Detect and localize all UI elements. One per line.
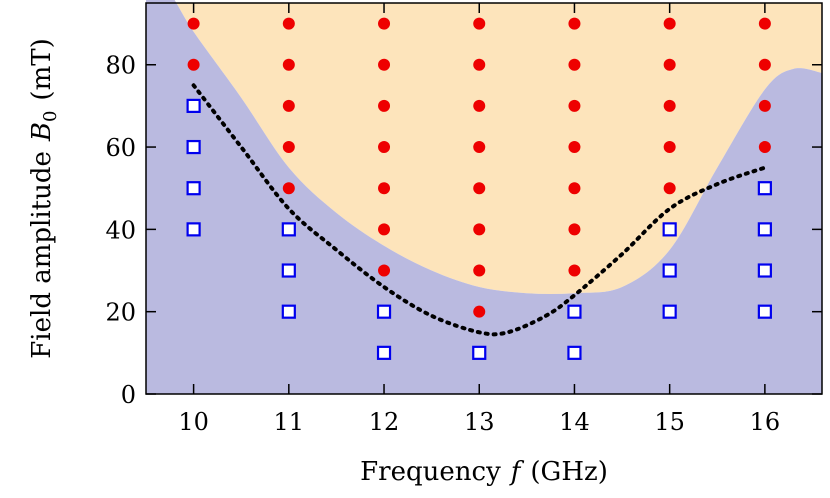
filled-circle-point (378, 17, 391, 30)
filled-circle-point (568, 223, 581, 236)
x-axis-label-var: f (509, 457, 525, 487)
filled-circle-point (758, 99, 771, 112)
x-axis-label-word: Frequency (360, 457, 501, 487)
filled-circle-point (663, 17, 676, 30)
filled-circle-point (568, 182, 581, 195)
x-tick-label: 10 (178, 408, 209, 436)
y-axis: 0 20 40 60 80 (105, 52, 822, 409)
markers (186, 17, 772, 360)
filled-circle-point (473, 264, 486, 277)
x-tick-label: 11 (274, 408, 305, 436)
x-axis-label: Frequency f(GHz) (360, 457, 608, 487)
plot-area (146, 0, 822, 394)
y-tick-label: 80 (105, 52, 136, 80)
filled-circle-point (473, 58, 486, 71)
open-square-point (376, 345, 392, 360)
filled-circle-point (378, 264, 391, 277)
filled-circle-point (378, 99, 391, 112)
open-square-point (472, 345, 487, 360)
filled-circle-point (473, 182, 486, 195)
filled-circle-point (473, 17, 486, 30)
filled-circle-point (378, 58, 391, 71)
x-axis-label-unit: (GHz) (530, 457, 607, 487)
filled-circle-point (758, 17, 771, 30)
filled-circle-point (568, 264, 581, 277)
open-square-point (186, 181, 201, 196)
open-square-point (662, 222, 677, 237)
filled-circle-point (568, 99, 581, 112)
filled-circle-point (282, 58, 295, 71)
filled-circle-point (568, 141, 581, 154)
open-square-point (757, 181, 772, 196)
open-square-point (186, 222, 201, 237)
filled-circle-point (663, 182, 676, 195)
filled-circle-point (758, 141, 771, 154)
open-square-point (376, 304, 392, 319)
filled-circle-point (282, 182, 295, 195)
open-square-point (186, 139, 201, 155)
filled-circle-point (663, 58, 676, 71)
y-tick-label: 60 (105, 134, 136, 162)
filled-circle-point (473, 305, 486, 318)
filled-circle-point (663, 99, 676, 112)
filled-circle-point (473, 223, 486, 236)
filled-circle-point (378, 223, 391, 236)
lower-region (146, 0, 822, 394)
filled-circle-point (568, 58, 581, 71)
filled-circle-point (758, 58, 771, 71)
filled-circle-point (568, 17, 581, 30)
open-square-point (757, 304, 772, 319)
open-square-point (757, 222, 772, 237)
x-tick-label: 16 (750, 408, 781, 436)
y-axis-label: Field amplitude B0 (mT) (27, 38, 61, 358)
filled-circle-point (282, 141, 295, 154)
x-tick-label: 14 (559, 408, 590, 436)
filled-circle-point (378, 141, 391, 154)
filled-circle-point (378, 182, 391, 195)
y-axis-label-unit: (mT) (27, 38, 57, 100)
open-square-point (281, 222, 296, 237)
threshold-curve (191, 83, 767, 337)
filled-circle-point (282, 99, 295, 112)
filled-circle-point (663, 141, 676, 154)
filled-circle-point (282, 17, 295, 30)
filled-circle-point (473, 141, 486, 154)
filled-circle-point (187, 58, 200, 71)
filled-circle-point (473, 99, 486, 112)
x-tick-label: 12 (369, 408, 400, 436)
y-tick-label: 40 (105, 216, 136, 244)
x-tick-label: 13 (464, 408, 495, 436)
y-axis-label-var: B (27, 122, 57, 142)
open-square-point (567, 345, 582, 360)
y-axis-label-word: Field amplitude (27, 151, 57, 359)
open-square-point (281, 304, 296, 319)
y-tick-label: 0 (121, 381, 136, 409)
x-tick-label: 15 (654, 408, 685, 436)
y-tick-label: 20 (105, 299, 136, 327)
open-square-point (662, 304, 677, 319)
x-axis: 10 11 12 13 14 15 16 (178, 3, 780, 436)
open-square-point (662, 263, 677, 278)
filled-circle-point (187, 17, 200, 30)
open-square-point (567, 304, 582, 319)
plot-frame (145, 2, 823, 395)
open-square-point (757, 263, 772, 278)
open-square-point (186, 98, 201, 113)
open-square-point (281, 263, 296, 278)
y-axis-label-sub: 0 (40, 111, 61, 122)
